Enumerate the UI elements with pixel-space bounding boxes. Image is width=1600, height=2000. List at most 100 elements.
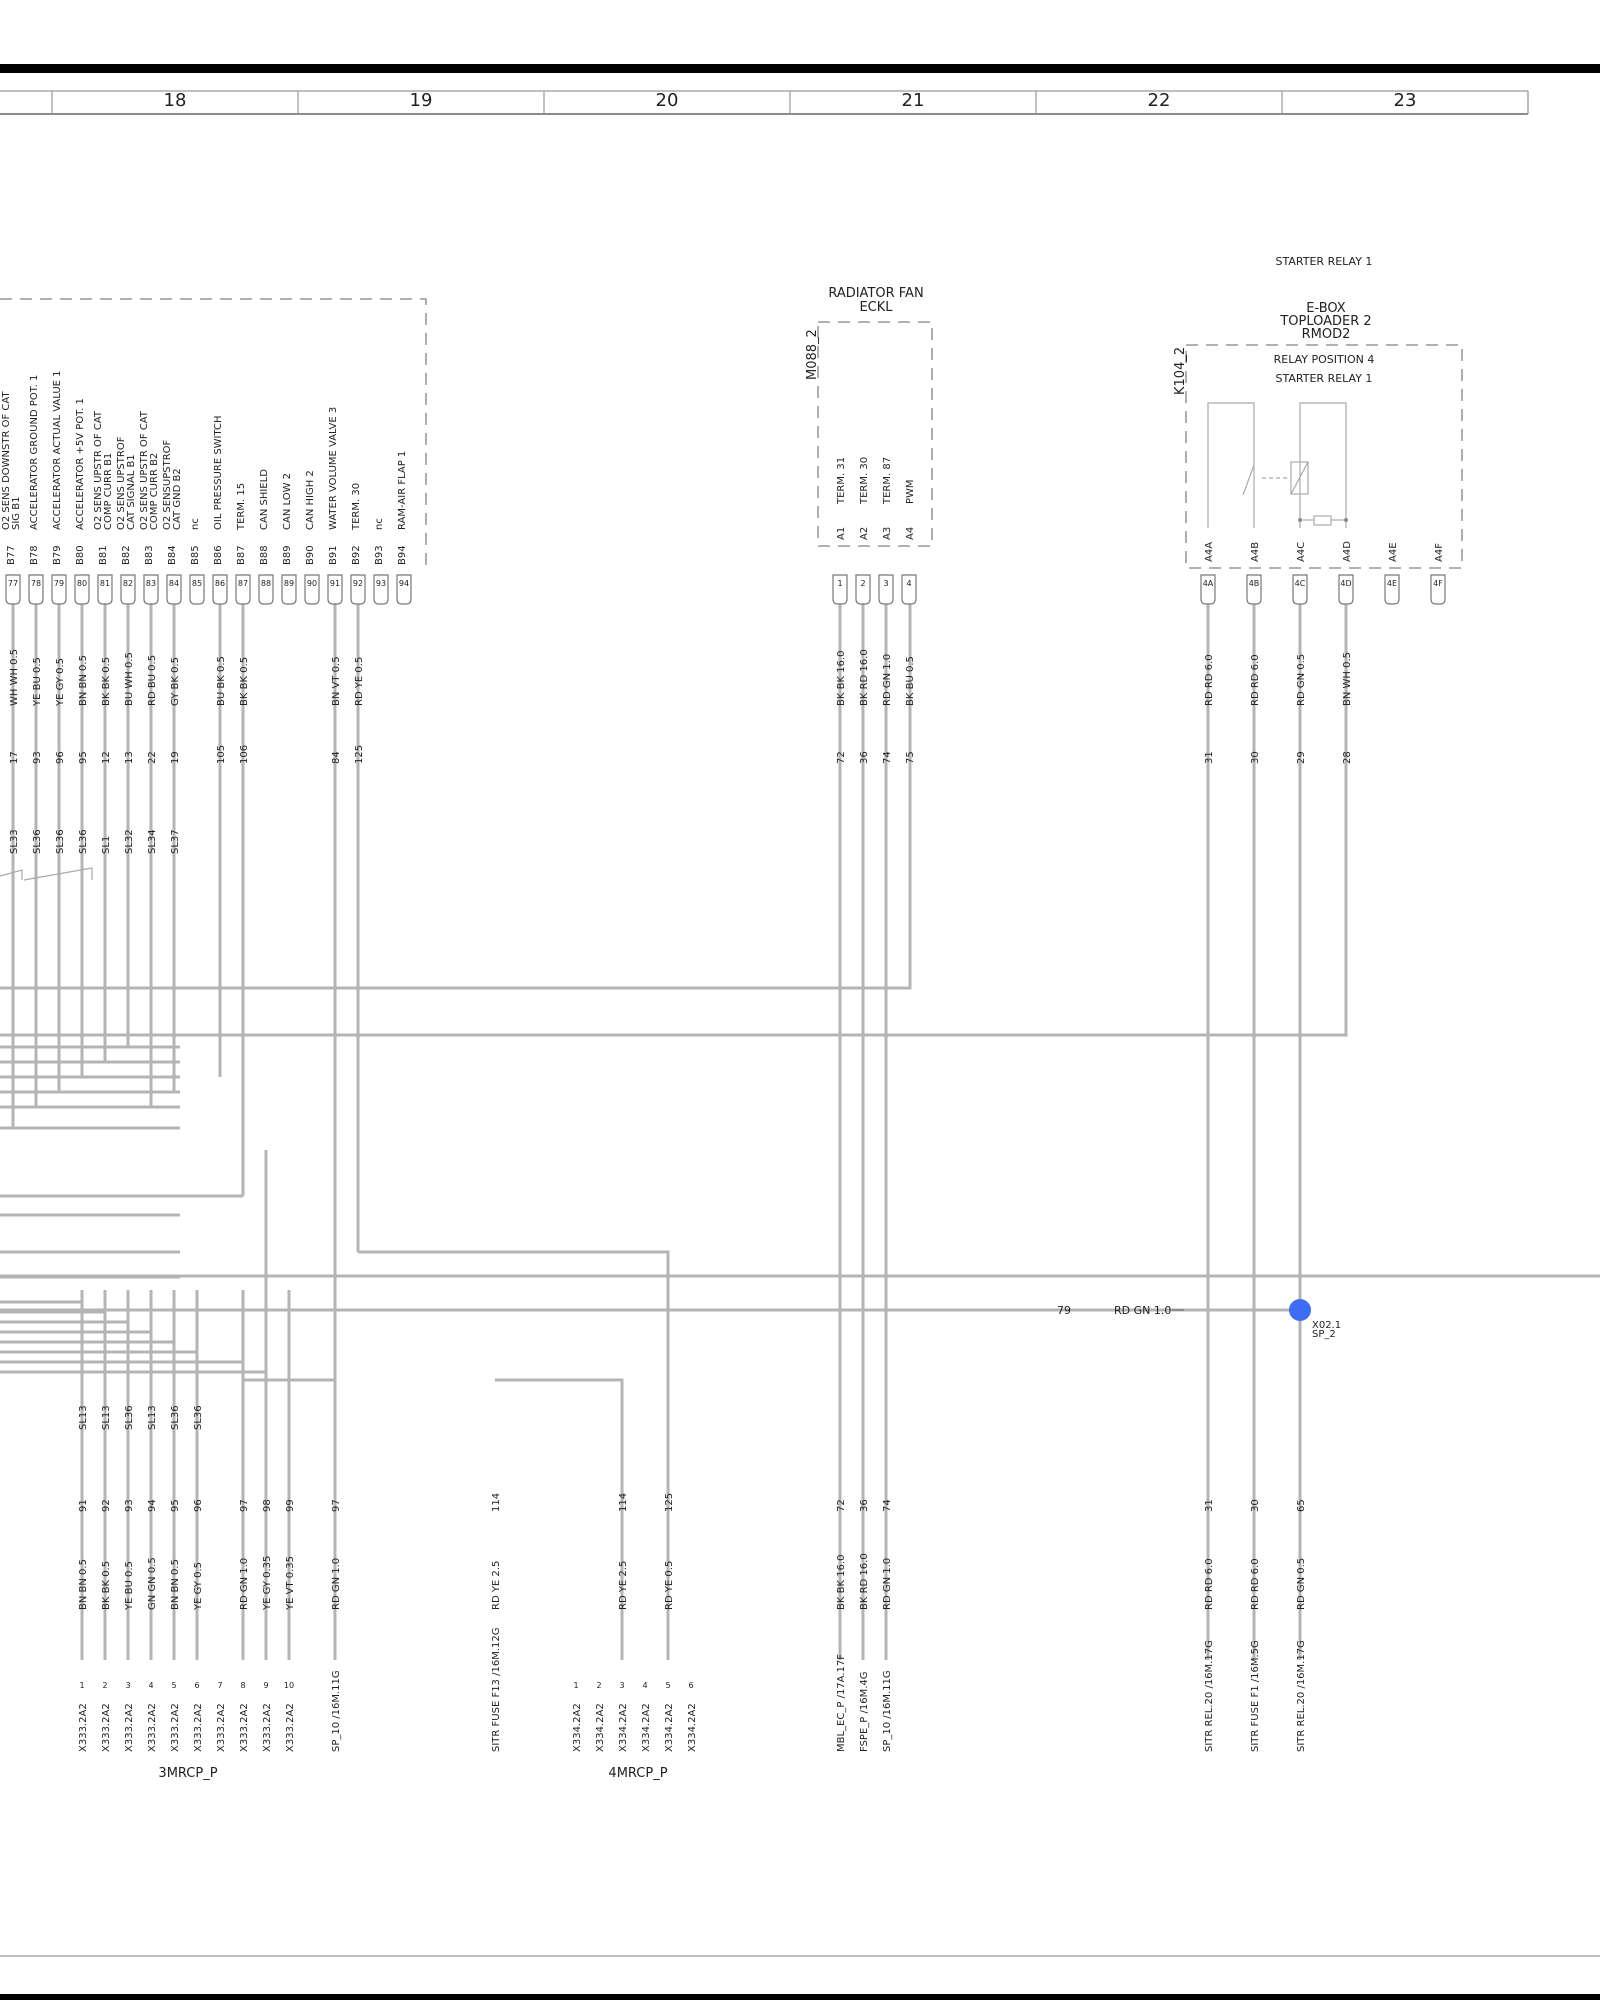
ebox-wire-number: 30 [1250, 751, 1261, 764]
bottom-wire-color: BK RD 16.0 [859, 1553, 870, 1610]
splice-label: SL32 [124, 829, 135, 854]
wire-color-label: BU BK 0.5 [216, 656, 227, 706]
ebox-wire-number: 31 [1204, 751, 1215, 764]
wire-number-label: 19 [170, 751, 181, 764]
bottom-wire-number: 97 [331, 1499, 342, 1512]
ecu-pin-83-number: 83 [146, 579, 156, 588]
fan-pin-1 [832, 574, 848, 605]
wire-color-label: RD BU 0.5 [147, 655, 158, 706]
ecu-pin-78-number: 78 [31, 579, 41, 588]
group-label-4mrcp: 4MRCP_P [608, 1766, 667, 1781]
bottom-connector-label: SITR FUSE F1 /16M.5G [1250, 1640, 1261, 1752]
ecu-pin-92 [350, 574, 366, 605]
bottom-pin-number: 5 [171, 1681, 176, 1690]
ebox-sub-1: RELAY POSITION 4 [1274, 353, 1375, 366]
bottom-wire-number: 91 [78, 1499, 89, 1512]
bottom-connector-label: X333.2A2 [170, 1703, 181, 1752]
fan-pin-1-number: 1 [837, 579, 842, 588]
fan-wire-number: 36 [859, 751, 870, 764]
ebox-title-2: TOPLOADER 2 [1279, 314, 1371, 329]
wire-color-label: BU WH 0.5 [124, 652, 135, 706]
ecu-pin-92-number: 92 [353, 579, 363, 588]
relay-a4d-wire [0, 580, 1348, 1037]
splice-wire-label: RD GN 1.0 [1114, 1304, 1171, 1317]
ebox-header: STARTER RELAY 1 [1276, 255, 1373, 268]
ebox-wire-number: 29 [1296, 751, 1307, 764]
bottom-wire-color: BK BK 0.5 [101, 1561, 112, 1610]
bottom-connector-label: SITR FUSE F13 /16M.12G [491, 1628, 502, 1752]
splice-wire-number: 79 [1057, 1304, 1071, 1317]
bottom-connector-label: MBL_EC_P /17A.17F [836, 1654, 847, 1752]
sp10-wire [243, 1378, 337, 1660]
ecu-pin-label: CAN HIGH 2 [305, 470, 316, 530]
ecu-pin-89 [281, 574, 297, 605]
splice-mark [0, 867, 93, 881]
splice-label: SL33 [9, 829, 20, 854]
lower-splice-label: SL13 [78, 1405, 89, 1430]
bottom-pin-number: 9 [263, 1681, 268, 1690]
bottom-wire-color: RD RD 6.0 [1204, 1558, 1215, 1610]
ecu-pin-id: B91 [328, 545, 339, 565]
ecu-pin-id: B94 [397, 545, 408, 565]
fan-pin-2 [855, 574, 871, 605]
bottom-wire-color: GN GN 0.5 [147, 1557, 158, 1610]
ebox-pin-4B-number: 4B [1249, 579, 1260, 588]
wire-number-label: 12 [101, 751, 112, 764]
ecu-pin-label: O2 SENS UPSTROF [116, 436, 127, 530]
ecu-pin-id: B79 [52, 545, 63, 565]
column-number-19: 19 [410, 90, 433, 111]
splice-label: SL36 [78, 829, 89, 854]
lower-splice-label: SL36 [170, 1405, 181, 1430]
wire-color-label: GY BK 0.5 [170, 657, 181, 706]
ecu-pin-id: B84 [167, 545, 178, 565]
fan-wire-color: BK BK 16.0 [836, 651, 847, 706]
ebox-pin-id: A4E [1388, 542, 1399, 562]
ecu-pin-94 [396, 574, 412, 605]
bottom-wire-color: BN BN 0.5 [78, 1559, 89, 1610]
ecu-pin-label: RAM-AIR FLAP 1 [397, 451, 408, 530]
fan-pin-label: TERM. 30 [859, 457, 870, 505]
bottom-connector-label: X333.2A2 [285, 1703, 296, 1752]
bottom-connector-label: X334.2A2 [595, 1703, 606, 1752]
fan-pin-id: A3 [882, 527, 893, 540]
wire-color-label: YE BU 0.5 [32, 657, 43, 707]
bottom-pin-number: 7 [217, 1681, 222, 1690]
bottom-connector-label: X334.2A2 [664, 1703, 675, 1752]
column-number-20: 20 [656, 90, 679, 111]
bottom-wire-number: 95 [170, 1499, 181, 1512]
term30-wire [358, 1250, 670, 1660]
bottom-connector-label: X333.2A2 [78, 1703, 89, 1752]
fan-wire-color: BK RD 16.0 [859, 649, 870, 706]
bottom-connector-label: SITR REL.20 /16M.17G [1296, 1640, 1307, 1752]
wire-number-label: 13 [124, 751, 135, 764]
ebox-pin-4A [1200, 574, 1216, 605]
column-number-18: 18 [164, 90, 187, 111]
bottom-wire-color: RD YE 2.5 [618, 1561, 629, 1610]
ecu-pin-label: O2 SENS UPSTR OF CAT [93, 410, 104, 530]
ebox-title: E-BOX [1306, 301, 1346, 316]
fuse-f13-wire [495, 1378, 624, 1660]
bottom-pin-number: 1 [79, 1681, 84, 1690]
splice-label-2: SP_2 [1312, 1329, 1336, 1340]
ecu-pin-87 [235, 574, 251, 605]
ebox-ref: K104_2 [1173, 347, 1188, 395]
ecu-pin-label: CAT SIGNAL B1 [126, 454, 137, 530]
ebox-pin-4A-number: 4A [1203, 579, 1214, 588]
bottom-wire-color: RD YE 2.5 [491, 1561, 502, 1610]
ebox-pin-id: A4A [1204, 542, 1215, 562]
radiator-fan-box: RADIATOR FAN ECKL M088_2 [805, 286, 933, 547]
ecu-pin-87-number: 87 [238, 579, 248, 588]
bottom-wire-number: 36 [859, 1499, 870, 1512]
ecu-pin-84-number: 84 [169, 579, 179, 588]
wire-color-label: WH WH 0.5 [9, 649, 20, 706]
ebox-pin-4E-number: 4E [1387, 579, 1397, 588]
wire-number-label: 22 [147, 751, 158, 764]
ebox-pin-4C [1292, 574, 1308, 605]
ecu-pin-77 [5, 574, 21, 605]
bottom-wire-number: 96 [193, 1499, 204, 1512]
bottom-pin-number: 6 [194, 1681, 199, 1690]
bottom-pin-number: 6 [688, 1681, 693, 1690]
ecu-pin-79 [51, 574, 67, 605]
bottom-wire-color: YE GY 0.35 [262, 1556, 273, 1611]
